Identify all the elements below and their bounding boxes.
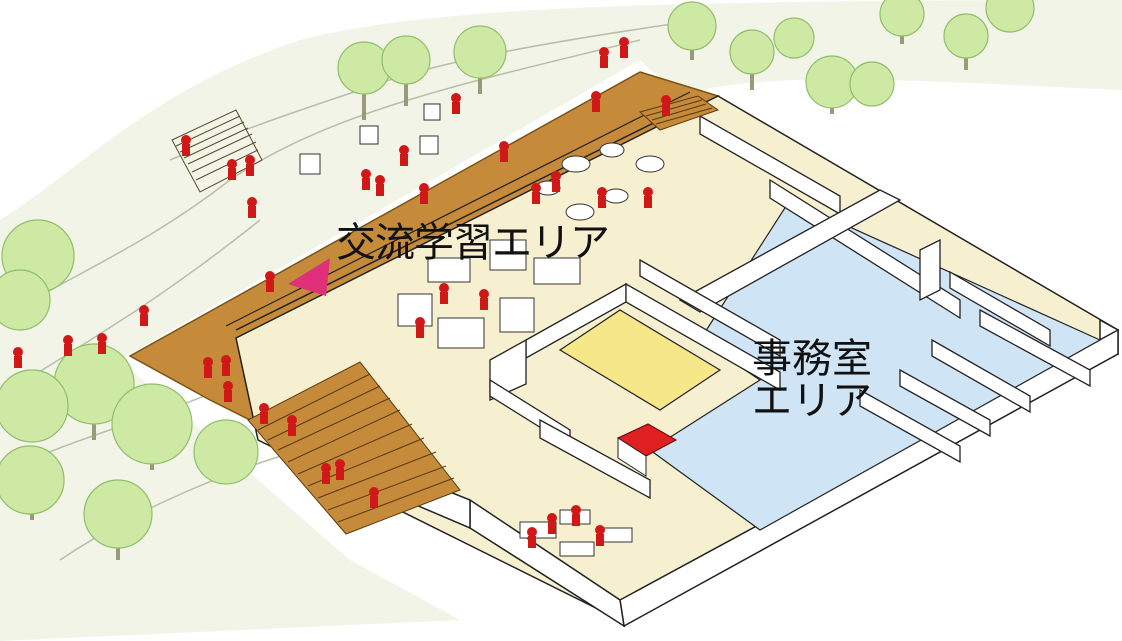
- people: [13, 37, 671, 548]
- stairs-right: [638, 95, 720, 131]
- trees: [0, 0, 1035, 560]
- stairs-top: [171, 109, 263, 193]
- stairs-bottom: [247, 361, 461, 535]
- office-partitions: [678, 114, 1091, 464]
- pointer-triangle: [288, 258, 330, 296]
- office-area-label-line2: エリア: [752, 378, 872, 424]
- exchange-area-label: 交流学習エリア: [336, 220, 610, 266]
- office-area-label-line1: 事務室: [752, 336, 872, 382]
- furniture-boxes: [299, 103, 581, 349]
- office-area-label: 事務室 エリア: [752, 338, 872, 422]
- round-tables: [535, 142, 665, 221]
- meeting-room-floor: [558, 309, 722, 411]
- red-block-side: [617, 437, 647, 477]
- meeting-room-walls: [489, 258, 781, 500]
